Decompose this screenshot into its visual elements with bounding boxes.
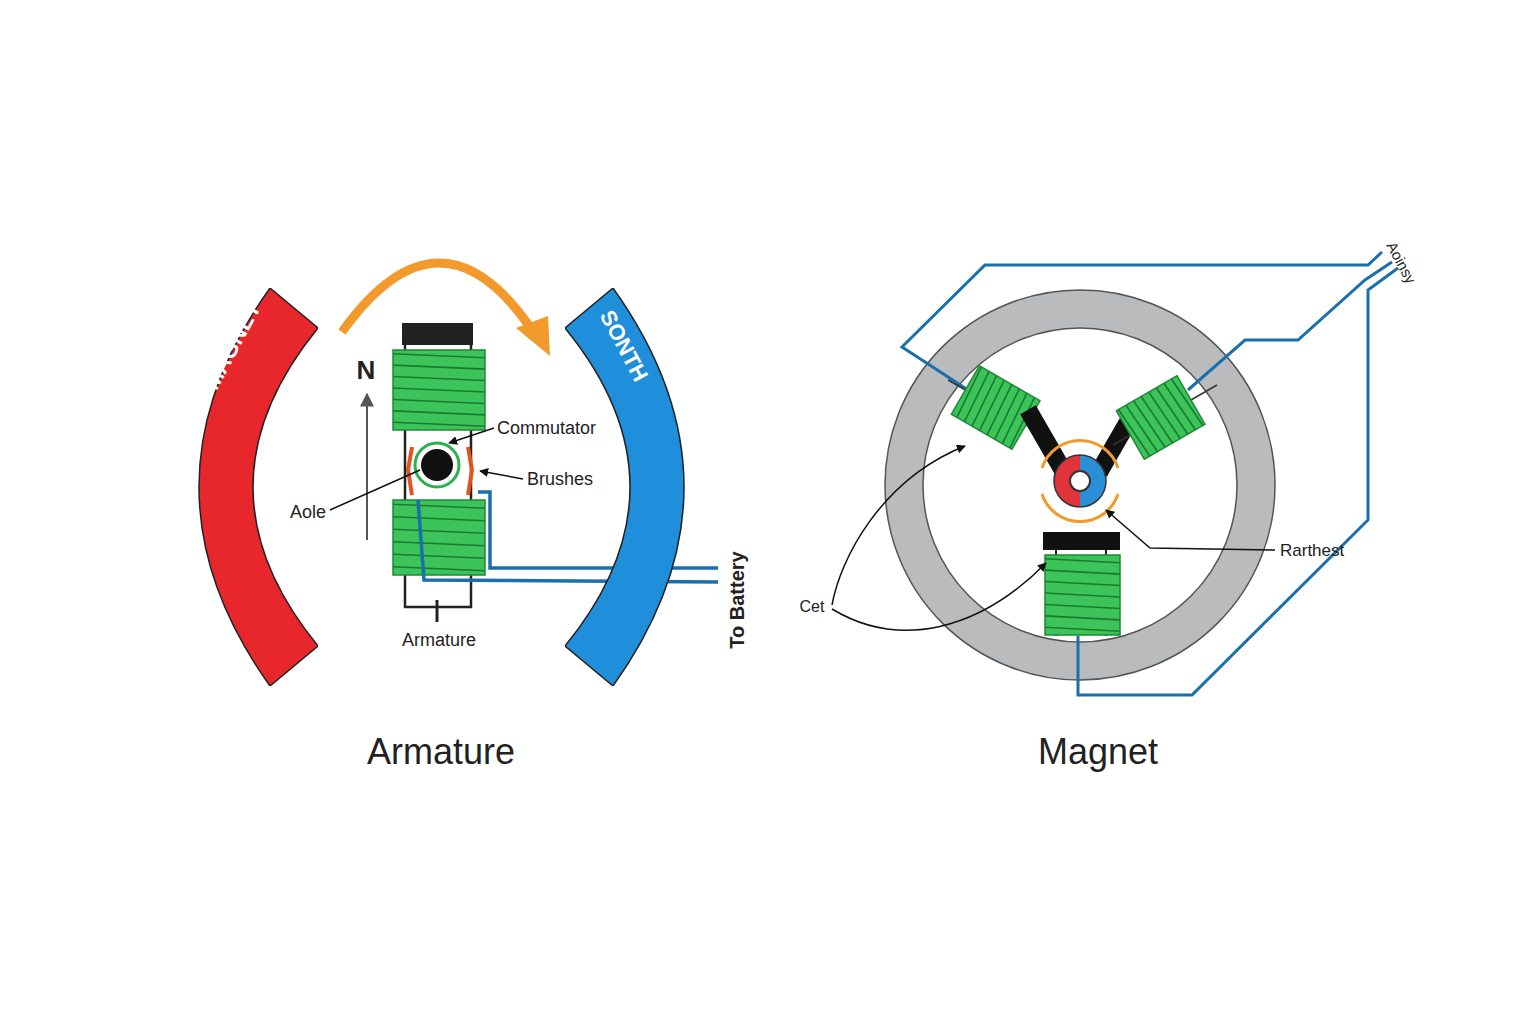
part-label: Armature [402,631,476,649]
stator-coil [1045,555,1120,635]
coil-winding [393,500,485,575]
leader-lines [330,428,523,510]
stator-coil [1099,361,1231,469]
rotor [1042,440,1118,521]
north-arrow [366,394,368,540]
armature [393,323,485,622]
leader-lines [832,446,1275,630]
stator-ring [885,290,1275,680]
pole-letter: N [357,357,376,383]
figure-caption: Armature [367,734,515,770]
part-label: Cet [800,599,825,615]
arc-magnet: MAGNET [188,288,318,686]
terminal-label: To Battery [727,551,747,648]
coil-winding [1116,376,1205,459]
figure-caption: Magnet [1038,734,1158,770]
part-label: Commutator [497,419,596,437]
coil-winding [951,366,1040,449]
rotation-arrow [342,263,550,356]
pole-shoe [1020,405,1143,636]
stator-wires [902,252,1398,695]
arc-outline [188,288,318,686]
part-label: Brushes [527,470,593,488]
coil-winding [1045,555,1120,635]
part-label: Aole [290,503,326,521]
part-label: Rarthest [1280,542,1344,559]
coil-winding [393,350,485,430]
